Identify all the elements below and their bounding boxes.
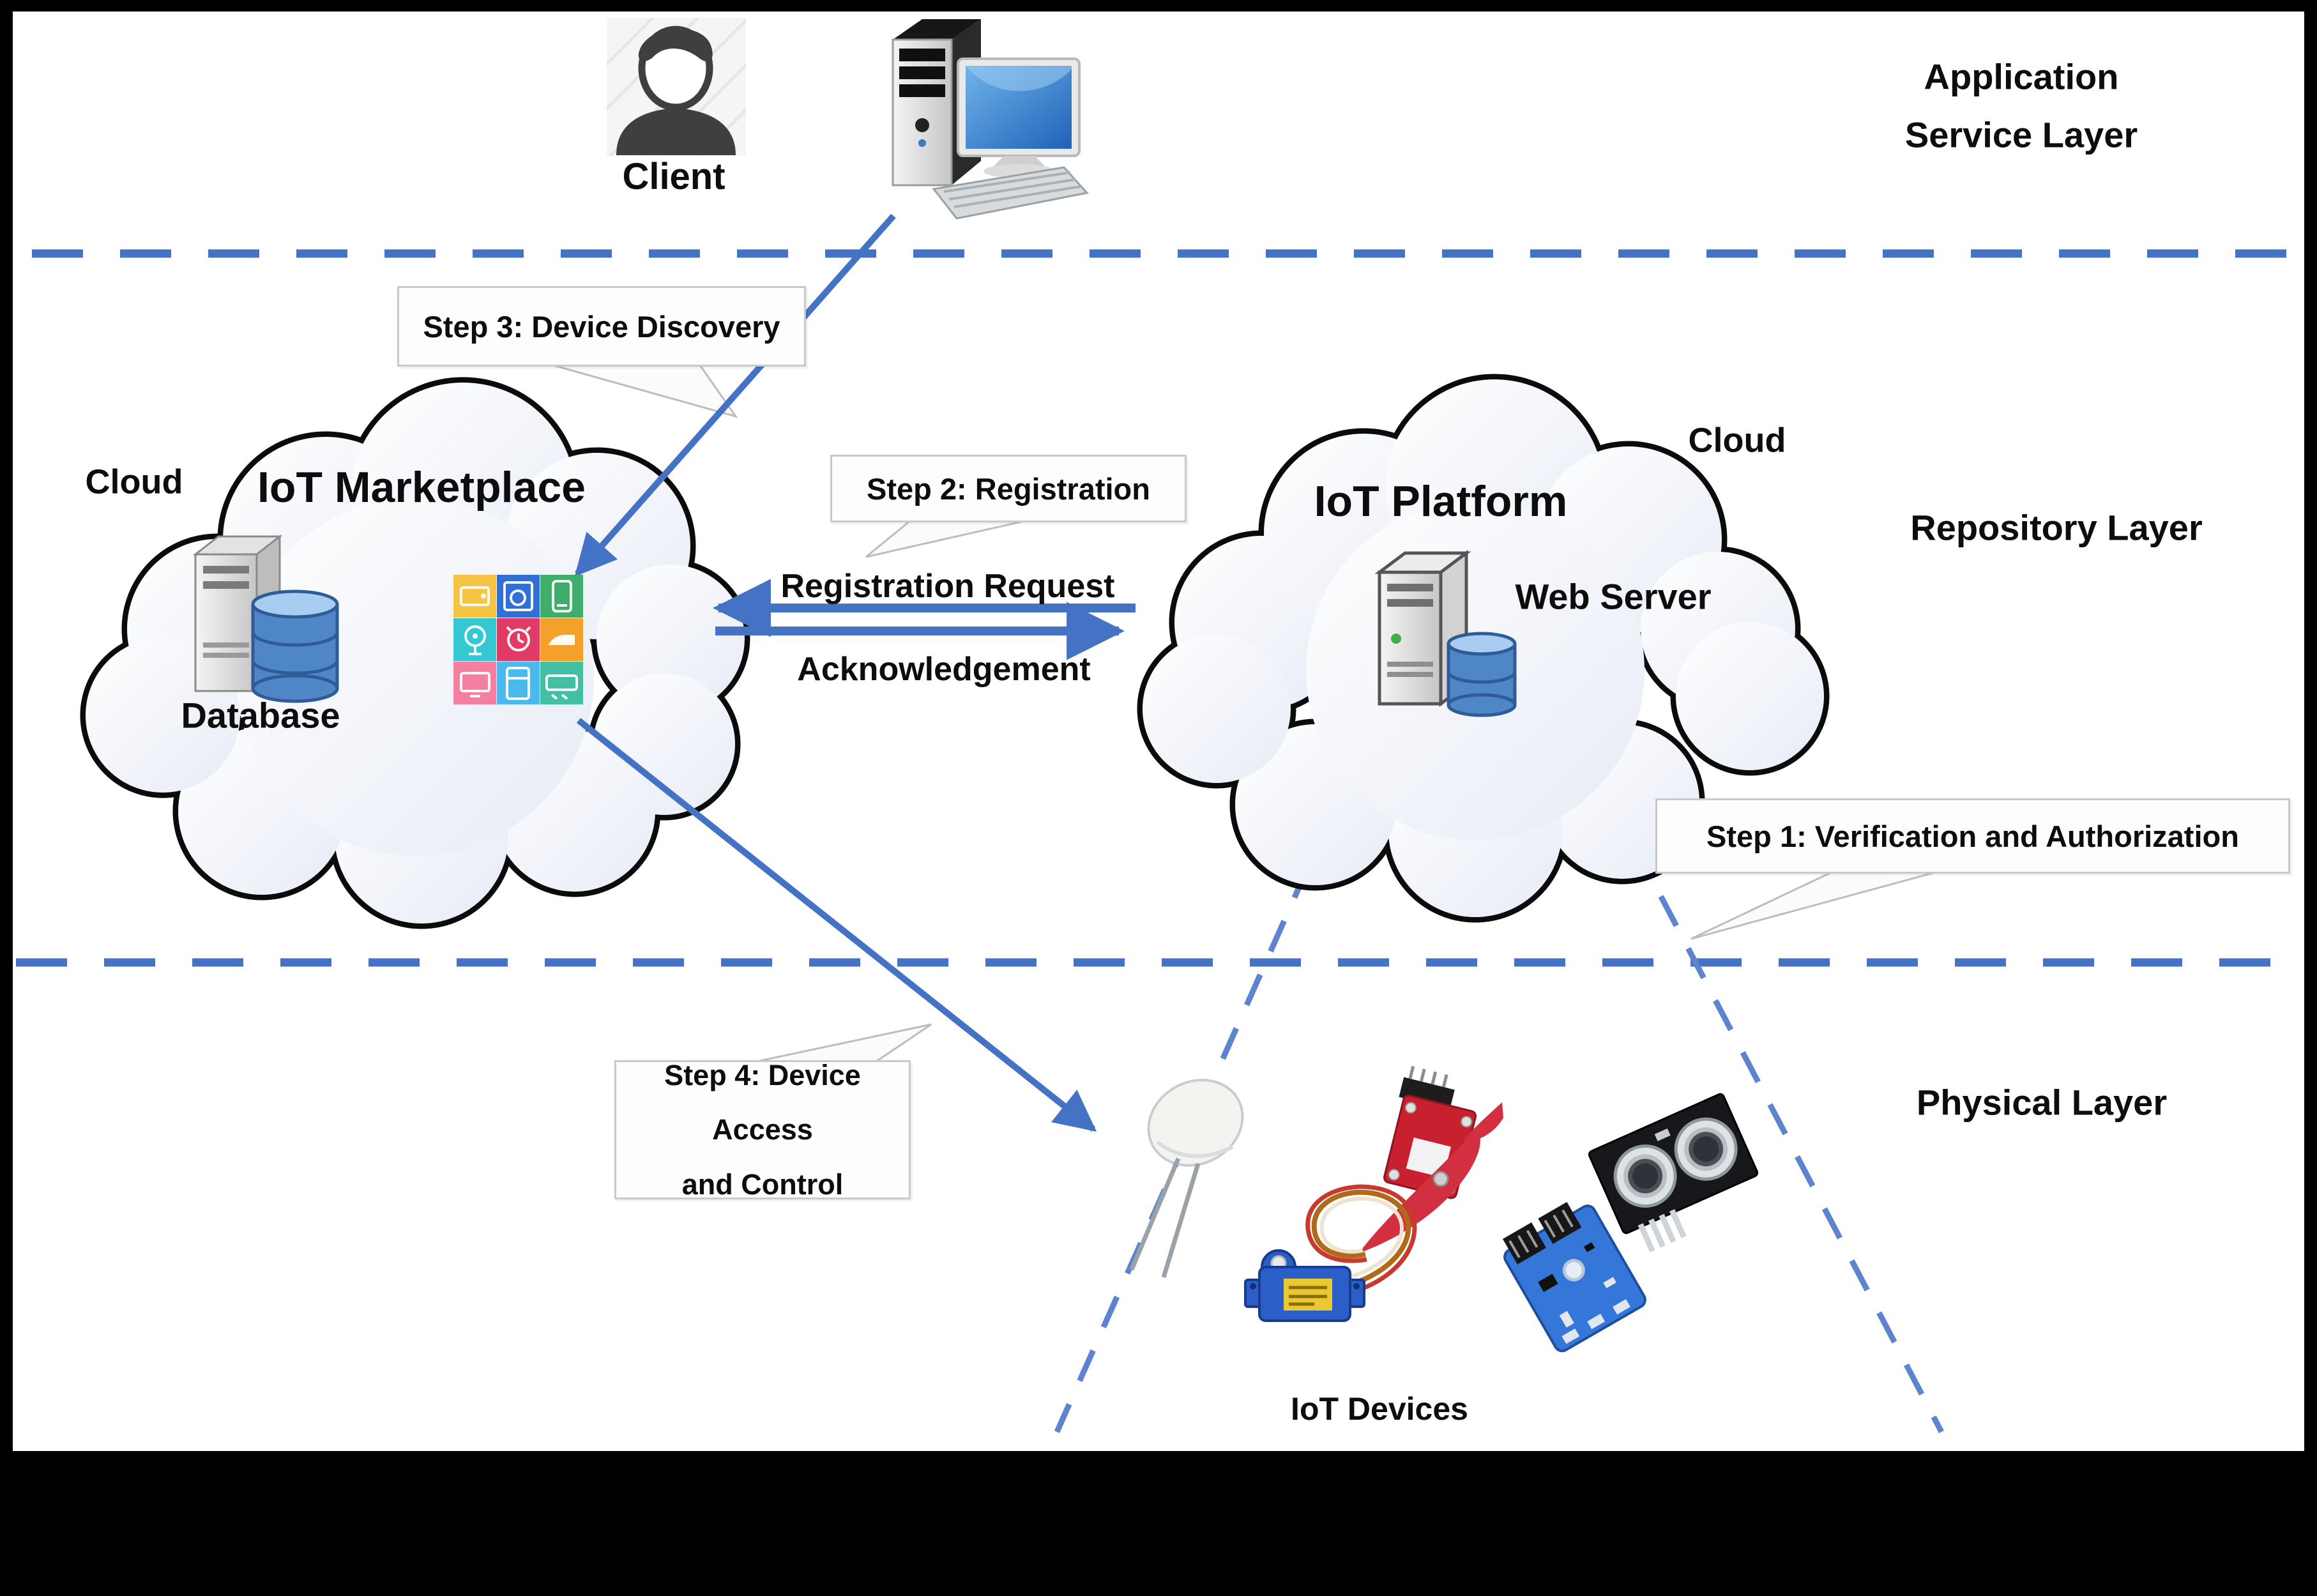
- television-icon: [460, 672, 490, 697]
- registration-request-label: Registration Request: [780, 567, 1115, 605]
- app-grid: [453, 575, 583, 704]
- database-server-icon: [192, 534, 339, 703]
- microwave-icon: [460, 586, 490, 606]
- step2-callout-leader: [865, 516, 1042, 558]
- alarm-clock-icon: [506, 626, 531, 651]
- dashed-diagonal-right: [1631, 842, 1944, 1434]
- fan-icon: [464, 625, 486, 655]
- database-label: Database: [181, 695, 340, 736]
- step3-callout: Step 3: Device Discovery: [397, 286, 806, 367]
- client-person-icon: [607, 18, 746, 156]
- keyboard-icon: [932, 166, 1089, 220]
- step4-label: Step 4: Device Access and Control: [664, 1058, 861, 1201]
- step3-callout-leader: [539, 360, 738, 418]
- marketplace-title: IoT Marketplace: [257, 463, 586, 512]
- sensor-board-icon: [1502, 1201, 1646, 1353]
- washing-machine-icon: [503, 581, 533, 611]
- air-conditioner-icon: [545, 674, 578, 700]
- step2-callout: Step 2: Registration: [830, 455, 1187, 522]
- application-service-layer-label: Application Service Layer: [1904, 56, 2138, 155]
- web-server-icon: [1374, 550, 1517, 717]
- step4-callout: Step 4: Device Access and Control: [614, 1059, 911, 1201]
- step4-device-access-arrow: [576, 718, 1097, 1132]
- led-icon: [1129, 1079, 1244, 1279]
- repository-layer-label: Repository Layer: [1910, 507, 2203, 548]
- server-database-cylinder-icon: [1447, 632, 1517, 717]
- propeller-module-icon: [1359, 1065, 1503, 1253]
- step1-label: Step 1: Verification and Authorization: [1706, 819, 2239, 853]
- platform-title: IoT Platform: [1314, 477, 1568, 526]
- desktop-computer-icon: [892, 19, 1089, 220]
- platform-cloud-tag: Cloud: [1688, 421, 1786, 460]
- refrigerator-icon: [506, 667, 530, 700]
- step1-callout: Step 1: Verification and Authorization: [1655, 798, 2290, 874]
- ultrasonic-sensor-icon: [1588, 1093, 1759, 1252]
- servo-motor-icon: [1244, 1184, 1417, 1322]
- smartphone-icon: [552, 580, 572, 612]
- client-label: Client: [622, 156, 725, 198]
- iron-icon: [548, 635, 575, 645]
- acknowledgement-label: Acknowledgement: [797, 650, 1091, 688]
- iot-devices-label: IoT Devices: [1291, 1391, 1468, 1427]
- physical-layer-label: Physical Layer: [1916, 1082, 2168, 1123]
- step3-device-discovery-arrow: [574, 213, 896, 577]
- step2-label: Step 2: Registration: [867, 471, 1150, 506]
- step1-callout-leader: [1690, 867, 1950, 940]
- web-server-label: Web Server: [1515, 576, 1712, 617]
- database-cylinder-icon: [251, 589, 339, 703]
- marketplace-cloud-tag: Cloud: [85, 462, 183, 501]
- step3-label: Step 3: Device Discovery: [423, 309, 780, 344]
